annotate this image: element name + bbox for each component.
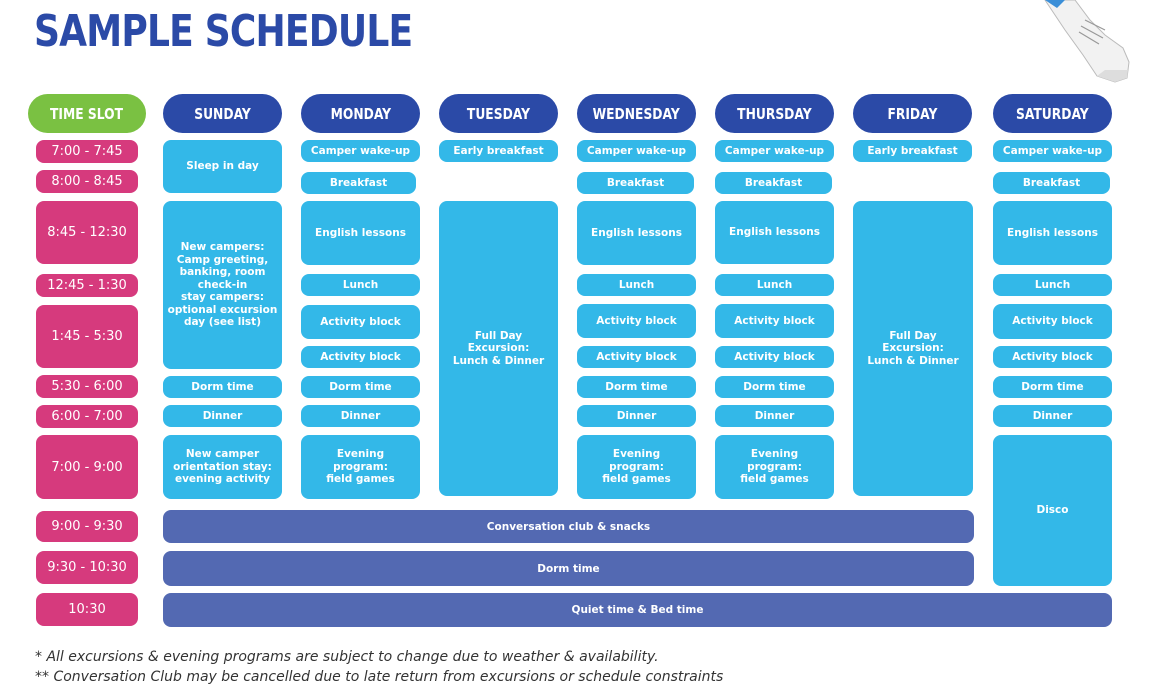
wednesday-wake-up: Camper wake-up [577,140,696,162]
saturday-disco: Disco [993,435,1112,586]
monday-dinner: Dinner [301,405,420,427]
thursday-lunch: Lunch [715,274,834,296]
saturday-lunch: Lunch [993,274,1112,296]
saturday-breakfast: Breakfast [993,172,1110,194]
time-slot: 9:00 - 9:30 [36,511,138,542]
saturday-dorm-time: Dorm time [993,376,1112,398]
footnotes: * All excursions & evening programs are … [35,647,723,687]
saturday-dinner: Dinner [993,405,1112,427]
sunday-orientation: New camper orientation stay: evening act… [163,435,282,499]
wednesday-evening: Evening program: field games [577,435,696,499]
header-saturday: SATURDAY [993,94,1112,133]
monday-breakfast: Breakfast [301,172,416,194]
thursday-activity-1: Activity block [715,304,834,338]
time-slot: 1:45 - 5:30 [36,305,138,368]
header-monday: MONDAY [301,94,420,133]
saturday-activity-2: Activity block [993,346,1112,368]
friday-early-breakfast: Early breakfast [853,140,972,162]
sneaker-image [1044,0,1130,83]
conversation-club-bar: Conversation club & snacks [163,510,974,543]
time-slot: 9:30 - 10:30 [36,551,138,584]
thursday-dinner: Dinner [715,405,834,427]
thursday-evening: Evening program: field games [715,435,834,499]
thursday-activity-2: Activity block [715,346,834,368]
sunday-new-campers: New campers: Camp greeting, banking, roo… [163,201,282,369]
monday-activity-1: Activity block [301,305,420,339]
monday-lunch: Lunch [301,274,420,296]
monday-wake-up: Camper wake-up [301,140,420,162]
thursday-wake-up: Camper wake-up [715,140,834,162]
tuesday-excursion: Full Day Excursion: Lunch & Dinner [439,201,558,496]
friday-excursion: Full Day Excursion: Lunch & Dinner [853,201,973,496]
time-slot: 7:00 - 9:00 [36,435,138,499]
page-title: SAMPLE SCHEDULE [34,6,413,57]
time-slot: 8:00 - 8:45 [36,170,138,193]
monday-evening: Evening program: field games [301,435,420,499]
wednesday-breakfast: Breakfast [577,172,694,194]
time-slot: 7:00 - 7:45 [36,140,138,163]
time-slot: 5:30 - 6:00 [36,375,138,398]
wednesday-activity-2: Activity block [577,346,696,368]
time-slot: 12:45 - 1:30 [36,274,138,297]
monday-english: English lessons [301,201,420,265]
quiet-time-bar: Quiet time & Bed time [163,593,1112,627]
thursday-breakfast: Breakfast [715,172,832,194]
thursday-english: English lessons [715,201,834,264]
wednesday-english: English lessons [577,201,696,265]
sunday-dorm-time: Dorm time [163,376,282,398]
tuesday-early-breakfast: Early breakfast [439,140,558,162]
wednesday-dinner: Dinner [577,405,696,427]
thursday-dorm-time: Dorm time [715,376,834,398]
wednesday-dorm-time: Dorm time [577,376,696,398]
monday-dorm-time: Dorm time [301,376,420,398]
header-friday: FRIDAY [853,94,972,133]
sunday-dinner: Dinner [163,405,282,427]
saturday-activity-1: Activity block [993,304,1112,339]
time-slot: 6:00 - 7:00 [36,405,138,428]
header-wednesday: WEDNESDAY [577,94,696,133]
time-slot: 8:45 - 12:30 [36,201,138,264]
footnote-1: * All excursions & evening programs are … [35,649,659,665]
header-thursday: THURSDAY [715,94,834,133]
sunday-sleep-in: Sleep in day [163,140,282,193]
header-tuesday: TUESDAY [439,94,558,133]
footnote-2: ** Conversation Club may be cancelled du… [35,669,724,685]
header-sunday: SUNDAY [163,94,282,133]
monday-activity-2: Activity block [301,346,420,368]
header-time-slot: TIME SLOT [28,94,146,133]
saturday-english: English lessons [993,201,1112,265]
time-slot: 10:30 [36,593,138,626]
saturday-wake-up: Camper wake-up [993,140,1112,162]
wednesday-lunch: Lunch [577,274,696,296]
wednesday-activity-1: Activity block [577,304,696,338]
dorm-time-bar: Dorm time [163,551,974,586]
